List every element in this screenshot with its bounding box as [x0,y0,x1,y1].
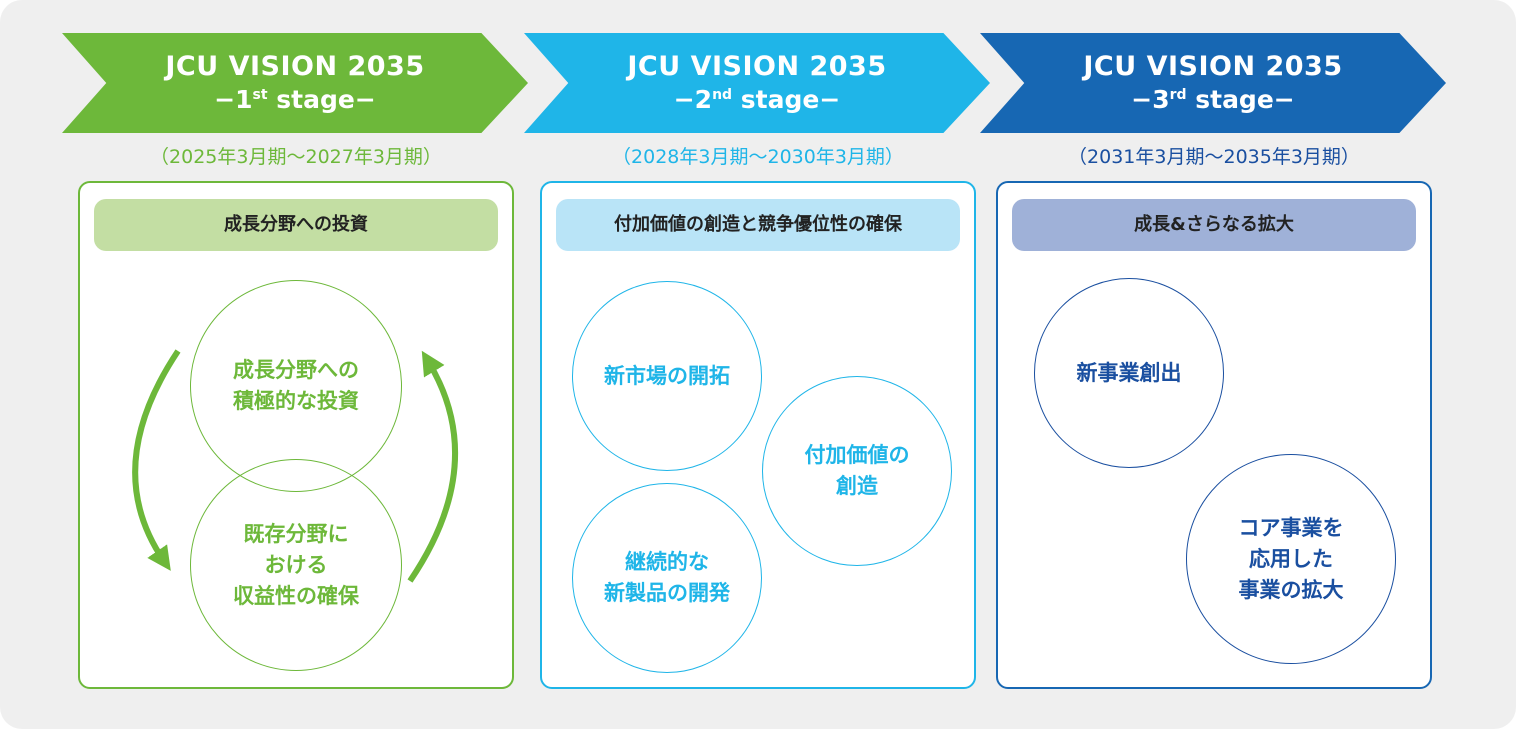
circle-existing-profitability: 既存分野に おける 収益性の確保 [190,459,402,671]
circle-value-creation: 付加価値の 創造 [762,376,952,566]
cycle-arrow-down [132,349,181,571]
stage-3-arrow: JCU VISION 2035 −3rd stage− [980,33,1446,133]
stage-2-period: （2028年3月期〜2030年3月期） [612,146,904,168]
circle-new-product-development: 継続的な 新製品の開発 [572,483,762,673]
stage-1-arrow: JCU VISION 2035 −1st stage− [62,33,528,133]
stage-1-focus-label: 成長分野への投資 [94,199,498,251]
stage-2-title: JCU VISION 2035 [627,51,887,82]
stage-2-subtitle: −2nd stage− [673,85,841,114]
stage-3-focus-label: 成長&さらなる拡大 [1012,199,1416,251]
stage-1-period: （2025年3月期〜2027年3月期） [150,146,442,168]
stage-3-title: JCU VISION 2035 [1083,51,1343,82]
circle-core-business-expansion: コア事業を 応用した 事業の拡大 [1186,454,1396,664]
stage-1-subtitle: −1st stage− [214,85,376,114]
circle-new-market: 新市場の開拓 [572,281,762,471]
stage-2-arrow: JCU VISION 2035 −2nd stage− [524,33,990,133]
stage-2-focus-label: 付加価値の創造と競争優位性の確保 [556,199,960,251]
stage-3-subtitle: −3rd stage− [1131,85,1295,114]
circle-aggressive-investment: 成長分野への 積極的な投資 [190,280,402,492]
cycle-arrow-up [407,350,459,583]
cycle-arrows [132,349,459,583]
stage-2-panel: 付加価値の創造と競争優位性の確保 新市場の開拓 付加価値の 創造 継続的な 新製… [540,181,976,689]
circle-new-business: 新事業創出 [1034,278,1224,468]
stage-3-panel: 成長&さらなる拡大 新事業創出 コア事業を 応用した 事業の拡大 [996,181,1432,689]
stage-3-period: （2031年3月期〜2035年3月期） [1068,146,1360,168]
stage-1-title: JCU VISION 2035 [165,51,425,82]
stage-1-panel: 成長分野への投資 成長分野への 積極的な投資 既存分野に おける 収益性の確保 [78,181,514,689]
